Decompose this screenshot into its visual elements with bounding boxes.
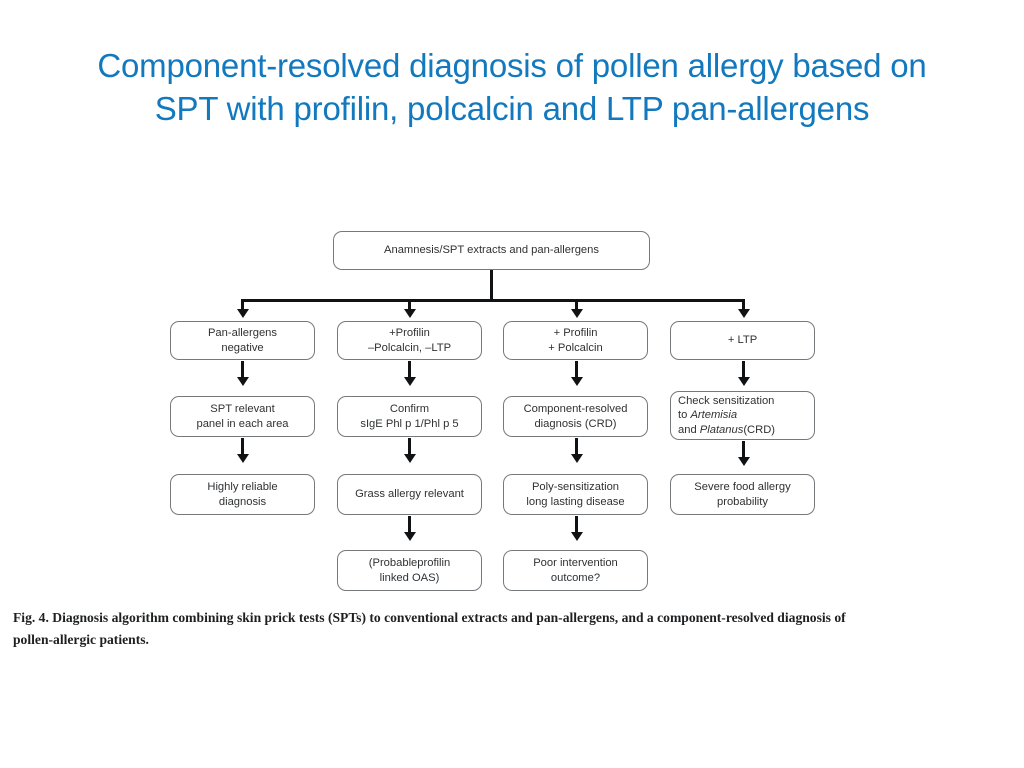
connector-branch-bus [241,299,743,302]
arrowhead-col1-1-2 [236,377,249,386]
connector-branch-drop-2 [408,299,411,313]
flow-node-label-line: linked OAS) [379,571,440,584]
connector-branch-drop-3 [575,299,578,313]
flow-node-col3-step2: Component-resolved diagnosis (CRD) [503,396,648,437]
arrowhead-branch-2 [403,309,416,318]
page-title: Component-resolved diagnosis of pollen a… [0,44,1024,130]
flow-node-label-line: outcome? [550,571,601,584]
arrowhead-col3-2-3 [570,454,583,463]
connector-col3-3-4 [575,516,578,536]
flow-node-col1-step3: Highly reliable diagnosis [170,474,315,515]
arrowhead-col1-2-3 [236,454,249,463]
figure-caption: Fig. 4. Diagnosis algorithm combining sk… [13,607,978,651]
connector-col1-2-3 [241,438,244,458]
flow-node-label-line: negative [221,341,264,354]
flow-node-label-line: + LTP [727,334,758,347]
flow-node-label-line: to Artemisia [678,409,738,422]
flow-node-label-line: Component-resolved [523,403,628,416]
flow-node-label-line: –Polcalcin, –LTP [367,341,452,354]
connector-col2-2-3 [408,438,411,458]
arrowhead-col2-1-2 [403,377,416,386]
flow-node-label-line: Pan-allergens [207,327,278,340]
flow-node-root-label: Anamnesis/SPT extracts and pan-allergens [384,244,599,257]
flow-node-col4-step2: Check sensitization to Artemisia and Pla… [670,391,815,440]
flow-node-col4-step1: + LTP [670,321,815,360]
flow-node-label-line: Poly-sensitization [531,481,620,494]
arrowhead-branch-3 [570,309,583,318]
arrowhead-branch-1 [236,309,249,318]
flow-node-root: Anamnesis/SPT extracts and pan-allergens [333,231,650,270]
arrowhead-col4-1-2 [737,377,750,386]
arrowhead-col3-3-4 [570,532,583,541]
flow-node-label-line: + Polcalcin [548,341,603,354]
flow-node-label-line: Grass allergy relevant [355,488,464,501]
flow-node-col1-step1: Pan-allergens negative [170,321,315,360]
flow-node-label-line: + Profilin [553,327,598,340]
flow-node-col1-step2: SPT relevant panel in each area [170,396,315,437]
arrowhead-col2-3-4 [403,532,416,541]
flow-node-label-line: diagnosis (CRD) [534,417,617,430]
flow-node-label-line: diagnosis [218,495,267,508]
flow-node-col3-step1: + Profilin + Polcalcin [503,321,648,360]
flow-node-label-line: and Platanus(CRD) [678,423,776,436]
connector-col2-1-2 [408,361,411,381]
connector-col3-2-3 [575,438,578,458]
flow-node-label-line: Severe food allergy [694,481,791,494]
connector-col3-1-2 [575,361,578,381]
flow-node-col2-step3: Grass allergy relevant [337,474,482,515]
flow-node-col3-step4: Poor intervention outcome? [503,550,648,591]
connector-col1-1-2 [241,361,244,381]
flow-node-label-line: Poor intervention [533,557,618,570]
arrowhead-col2-2-3 [403,454,416,463]
arrowhead-col4-2-3 [737,457,750,466]
connector-col4-1-2 [742,361,745,381]
flow-node-label-line: panel in each area [196,417,289,430]
figure-caption-line-2: pollen-allergic patients. [13,632,149,647]
flow-node-label-line: Check sensitization [678,395,775,408]
flow-node-col2-step2: Confirm sIgE Phl p 1/Phl p 5 [337,396,482,437]
arrowhead-col3-1-2 [570,377,583,386]
flow-node-label-line: +Profilin [389,327,430,340]
flow-node-label-line: Confirm [389,403,430,416]
flow-node-label-line: Highly reliable [207,481,278,494]
connector-col4-2-3 [742,441,745,461]
page-title-line-2: SPT with profilin, polcalcin and LTP pan… [154,90,870,127]
connector-branch-drop-1 [241,299,244,313]
flow-node-label-line: sIgE Phl p 1/Phl p 5 [360,417,459,430]
arrowhead-branch-4 [737,309,750,318]
figure-caption-line-1: Fig. 4. Diagnosis algorithm combining sk… [13,610,846,625]
flow-node-label-line: (Probableprofilin [368,557,451,570]
connector-branch-drop-4 [742,299,745,313]
page-title-line-1: Component-resolved diagnosis of pollen a… [97,47,927,84]
flow-node-label-line: SPT relevant [210,403,275,416]
flow-node-label-line: long lasting disease [526,495,625,508]
connector-root-stem [490,270,493,301]
flow-node-col4-step3: Severe food allergy probability [670,474,815,515]
flow-node-col3-step3: Poly-sensitization long lasting disease [503,474,648,515]
connector-col2-3-4 [408,516,411,536]
flow-node-col2-step1: +Profilin –Polcalcin, –LTP [337,321,482,360]
flow-node-label-line: probability [717,495,768,508]
flow-node-col2-step4: (Probableprofilin linked OAS) [337,550,482,591]
